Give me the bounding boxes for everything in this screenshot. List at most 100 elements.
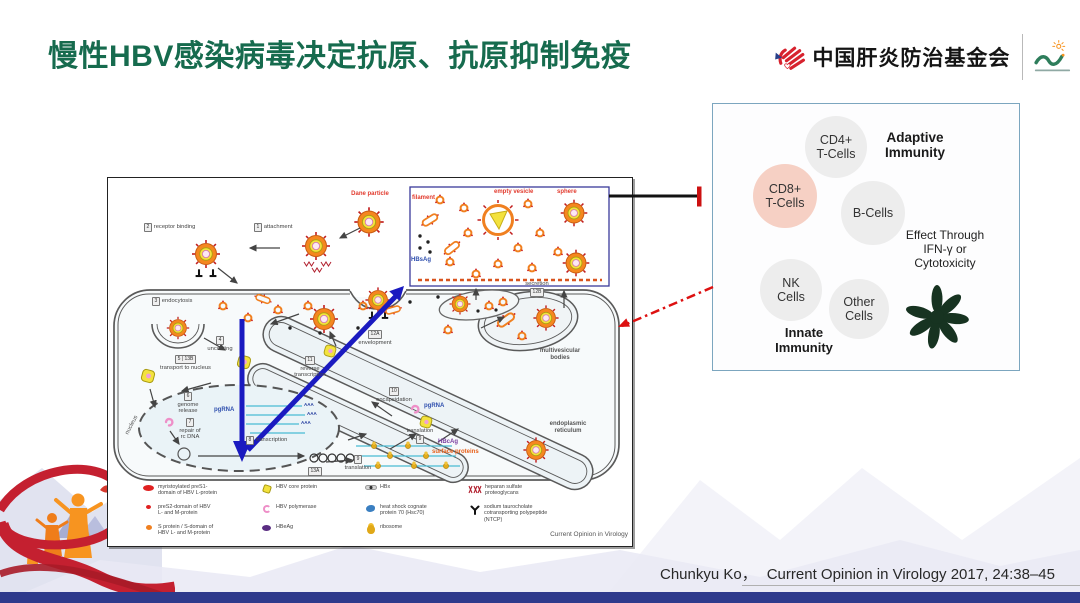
step-uncoating: 4 uncoating — [196, 336, 244, 352]
step-transport-to-nucleus: 5 | 13B transport to nucleus — [138, 355, 233, 371]
step-number: 7 — [186, 418, 194, 427]
figure-journal: Current Opinion in Virology — [550, 531, 628, 538]
polya-label: AAA — [307, 411, 317, 416]
effect-label: Effect Through IFN-γ or Cytotoxicity — [905, 228, 985, 270]
step-label: endocytosis — [161, 298, 193, 304]
step-translation-a: 9 translation — [334, 455, 382, 471]
legend-item: HBeAg — [260, 524, 355, 531]
foundation-sun-logo-icon — [1034, 40, 1071, 72]
filament-label: filament — [412, 195, 436, 201]
step-recycling: 13A — [308, 467, 322, 476]
er-label: endoplasmic reticulum — [549, 421, 587, 434]
core-protein-icon — [260, 483, 273, 495]
figure-artwork — [113, 186, 620, 491]
legend-item: ribosome — [364, 524, 462, 534]
step-transcription: 8 transcription — [246, 436, 287, 445]
legend-item: preS2-domain of HBV L- and M-protein — [142, 504, 254, 517]
cd8-tcell-circle: CD8+ T-Cells — [753, 164, 817, 228]
logo-divider — [1022, 34, 1024, 80]
step-number: 1 — [254, 223, 262, 232]
citation-reference: Current Opinion in Virology 2017, 24:38–… — [766, 566, 1055, 583]
empty-vesicle-label: empty vesicle — [494, 189, 534, 195]
step-number: 9 — [416, 435, 424, 444]
header-logo-block: 中国肝炎防治基金会 — [772, 26, 1072, 88]
step-number: 3 — [152, 297, 160, 306]
step-number: 12A — [368, 330, 382, 339]
legend-item: sodium taurocholate cotransporting polyp… — [468, 504, 598, 523]
translation-mrna — [356, 441, 460, 470]
step-number: 5 | 13B — [175, 355, 196, 364]
legend-item: HBx — [364, 484, 462, 490]
hbsag-label: HBsAg — [411, 257, 432, 263]
step-reverse-transcription: 11 reverse transcription — [284, 356, 336, 378]
step-number: 12B — [530, 288, 544, 297]
ribosome-icon — [364, 525, 377, 534]
immune-panel: CD4+ T-Cells CD8+ T-Cells B-Cells NK Cel… — [712, 103, 1020, 371]
pgrna-nucleus-label: pgRNA — [214, 407, 235, 413]
step-genome-release: 6 genome release — [166, 392, 210, 414]
hspg-icon — [468, 485, 482, 494]
extracellular-virions — [191, 206, 385, 278]
step-number: 6 — [184, 392, 192, 401]
hbx-icon — [364, 485, 377, 490]
step-number: 13A — [308, 467, 322, 476]
citation: Chunkyu Ko， Current Opinion in Virology 2… — [660, 563, 1055, 584]
step-number: 8 — [246, 436, 254, 445]
step-encapsidation: 10 encapsidation — [364, 387, 424, 403]
step-label: translation — [406, 428, 434, 434]
step-label: uncoating — [207, 345, 233, 352]
legend-item: myristoylated preS1- domain of HBV L-pro… — [142, 484, 254, 497]
step-label: receptor binding — [153, 224, 196, 230]
legend-item: heat shock cognate protein 70 (Hsc70) — [364, 504, 462, 517]
step-label: genome release — [177, 401, 199, 414]
endosome — [151, 323, 205, 349]
step-label: attachment — [263, 224, 293, 230]
step-number: 4 — [216, 336, 224, 345]
foundation-hand-logo-icon — [775, 46, 805, 70]
ribbon-decoration — [0, 464, 175, 603]
step-endocytosis: 3 endocytosis — [152, 297, 192, 306]
step-label: reverse transcription — [294, 365, 326, 378]
preS2-icon — [142, 505, 155, 509]
hbeag-icon — [260, 525, 273, 531]
cccdna-highlight-arrows — [233, 286, 404, 462]
other-cells-circle: Other Cells — [829, 279, 889, 339]
step-label: transcription — [255, 437, 288, 443]
citation-author: Chunkyu Ko， — [660, 566, 757, 583]
cd4-tcell-circle: CD4+ T-Cells — [805, 116, 867, 178]
hbcag-label: HBcAg — [438, 439, 459, 445]
step-envelopment: 12A envelopment — [352, 330, 398, 346]
polya-label: AAA — [301, 420, 311, 425]
citation-underline — [742, 585, 1080, 586]
hbv-lifecycle-figure: Dane particle filament empty vesicle sph… — [107, 177, 633, 547]
innate-immunity-label: Innate Immunity — [775, 325, 833, 355]
bcell-circle: B-Cells — [841, 181, 905, 245]
s-domain-icon — [142, 525, 155, 530]
legend-item: HBV polymerase — [260, 504, 355, 513]
dane-particle-label: Dane particle — [351, 191, 389, 197]
page-title: 慢性HBV感染病毒决定抗原、抗原抑制免疫 — [48, 40, 632, 73]
step-translation-b: translation 9 — [396, 428, 444, 444]
nk-cell-circle: NK Cells — [760, 259, 822, 321]
step-label: encapsidation — [376, 396, 412, 403]
mvb-label: multivesicular bodies — [539, 348, 581, 361]
step-attachment: 1 attachment — [254, 223, 292, 232]
step-label: secretion — [525, 281, 549, 287]
step-receptor-binding: 2 receptor binding — [144, 223, 195, 232]
virus-splat-icon — [906, 285, 969, 349]
pgrna-cytoplasm-label: pgRNA — [424, 403, 445, 409]
empty-vesicle-icon — [477, 200, 519, 240]
process-arrows — [149, 227, 568, 465]
step-label: repair of rc DNA — [179, 427, 201, 440]
step-number: 10 — [388, 387, 400, 396]
step-number: 9 — [354, 455, 362, 464]
step-number: 2 — [144, 223, 152, 232]
ntcp-icon — [468, 505, 481, 515]
preS1-icon — [142, 485, 155, 491]
step-number: 11 — [304, 356, 316, 365]
step-secretion: secretion 12B — [514, 281, 560, 297]
polymerase-icon — [260, 505, 273, 513]
adaptive-immunity-label: Adaptive Immunity — [884, 130, 945, 160]
step-repair: 7 repair of rc DNA — [168, 418, 212, 440]
